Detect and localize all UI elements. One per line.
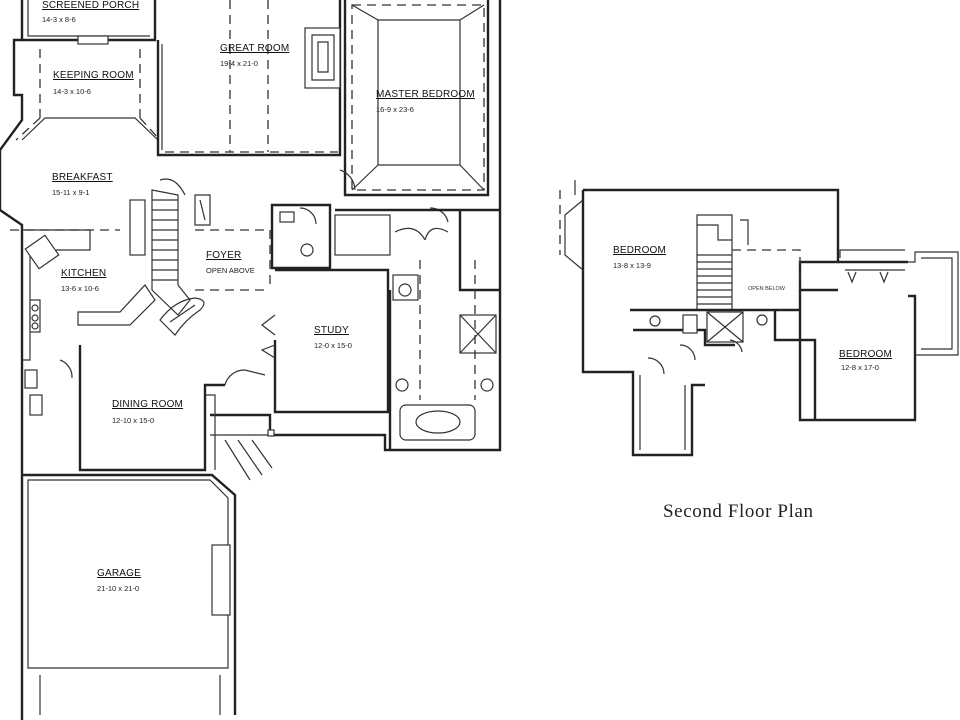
master-bath-dash — [419, 260, 476, 400]
broom-closet — [29, 394, 43, 416]
open-below-label: OPEN BELOW — [748, 286, 786, 292]
keeping-room-bay — [21, 117, 159, 141]
garage-storage — [211, 544, 231, 616]
room-label: BEDROOM — [613, 245, 666, 256]
room-dims: 12-0 x 15-0 — [314, 341, 352, 350]
stair-rail — [129, 199, 146, 256]
master-lav-right — [480, 378, 494, 392]
bedroom-2-closet — [845, 269, 905, 284]
porch-wall — [22, 0, 157, 42]
room-dims: 12-8 x 17-0 — [841, 363, 879, 372]
master-lav-left — [395, 378, 409, 392]
attic-access — [839, 249, 905, 258]
bedroom-1-west — [581, 190, 705, 457]
room-dims: 13-6 x 10-6 — [61, 284, 99, 293]
dining-jamb — [205, 394, 216, 470]
upper-door-swings — [647, 339, 743, 375]
kitchen-counter — [22, 229, 91, 361]
exterior-wall-east — [210, 0, 502, 452]
room-label: DINING ROOM — [112, 399, 183, 410]
porch-step — [77, 35, 109, 45]
dining-room-wall — [78, 345, 225, 472]
second-floor-title: Second Floor Plan — [663, 501, 814, 522]
room-dims: 15-11 x 9-1 — [52, 188, 89, 197]
upper-toilet — [682, 314, 698, 334]
bedroom-1-bay — [564, 180, 584, 271]
open-below-outline — [732, 249, 801, 311]
hall-bath-wall — [270, 203, 332, 270]
room-dims: 14-3 x 8-6 — [42, 15, 76, 24]
porch-inner-wall — [27, 0, 150, 37]
master-bath-wall — [335, 208, 500, 450]
master-door-swing — [339, 169, 449, 223]
bedroom-2-wall — [798, 260, 917, 422]
garage-door-jambs — [39, 675, 221, 715]
room-label: BEDROOM — [839, 349, 892, 360]
room-label: GREAT ROOM — [220, 43, 289, 54]
kitchen-door — [59, 359, 73, 379]
stair-curve — [159, 178, 211, 226]
stair-landing — [697, 219, 749, 245]
bedroom-2-dormer — [908, 251, 959, 356]
room-label: BREAKFAST — [52, 172, 113, 183]
dining-door — [224, 369, 266, 386]
bedroom-1-wall — [583, 188, 840, 292]
garage-wall — [20, 470, 237, 720]
room-label: KEEPING ROOM — [53, 70, 134, 81]
fireplace — [304, 27, 341, 89]
master-bath-doors — [394, 227, 449, 241]
master-tub — [399, 404, 476, 441]
master-closet — [334, 214, 391, 256]
master-tray-diagonals — [351, 4, 485, 191]
stair-treads — [152, 199, 178, 281]
room-label: STUDY — [314, 325, 349, 336]
upper-bath-wall — [630, 308, 817, 420]
exterior-wall — [0, 0, 24, 470]
hall-bath-door — [299, 207, 317, 225]
room-label: MASTER BEDROOM — [376, 89, 475, 100]
master-tray-outline — [351, 4, 485, 191]
first-floor-plan: SCREENED PORCH 14-3 x 8-6 KEEPING ROOM 1… — [0, 0, 502, 720]
upper-lav-1 — [649, 315, 661, 327]
main-stair — [151, 189, 191, 316]
room-label: KITCHEN — [61, 268, 106, 279]
room-dims: 21-10 x 21-0 — [97, 584, 139, 593]
room-dims: 16-9 x 23-6 — [376, 105, 414, 114]
foyer-curved-stair — [159, 297, 205, 336]
hall-toilet — [279, 211, 295, 223]
keeping-room-ceiling — [15, 45, 161, 141]
study-doors — [260, 314, 276, 359]
room-dims: 14-3 x 10-6 — [53, 87, 91, 96]
kitchen-island — [77, 284, 156, 326]
fireplace-firebox — [311, 34, 335, 81]
cooktop — [29, 299, 41, 333]
great-room-beams — [165, 0, 338, 153]
second-floor-plan: OPEN BELOW BEDROOM 13-8 x 13-9 BEDROOM 1… — [559, 180, 959, 522]
front-steps — [210, 434, 273, 481]
room-label: SCREENED PORCH — [42, 0, 139, 11]
room-label: FOYER — [206, 250, 241, 261]
foyer-open-above — [195, 229, 271, 291]
room-label: GARAGE — [97, 568, 141, 579]
room-dims: OPEN ABOVE — [206, 266, 255, 275]
pantry — [24, 369, 38, 389]
study-wall — [273, 268, 390, 414]
room-dims: 19-4 x 21-0 — [220, 59, 258, 68]
upper-closet-inner — [639, 375, 686, 450]
hall-lavatory — [300, 243, 314, 257]
master-toilet-bowl — [398, 283, 412, 297]
room-dims: 12-10 x 15-0 — [112, 416, 154, 425]
master-bedroom-wall — [343, 0, 490, 197]
kitchen-sink — [24, 234, 60, 270]
room-dims: 13-8 x 13-9 — [613, 261, 651, 270]
upper-lav-2 — [756, 314, 768, 326]
